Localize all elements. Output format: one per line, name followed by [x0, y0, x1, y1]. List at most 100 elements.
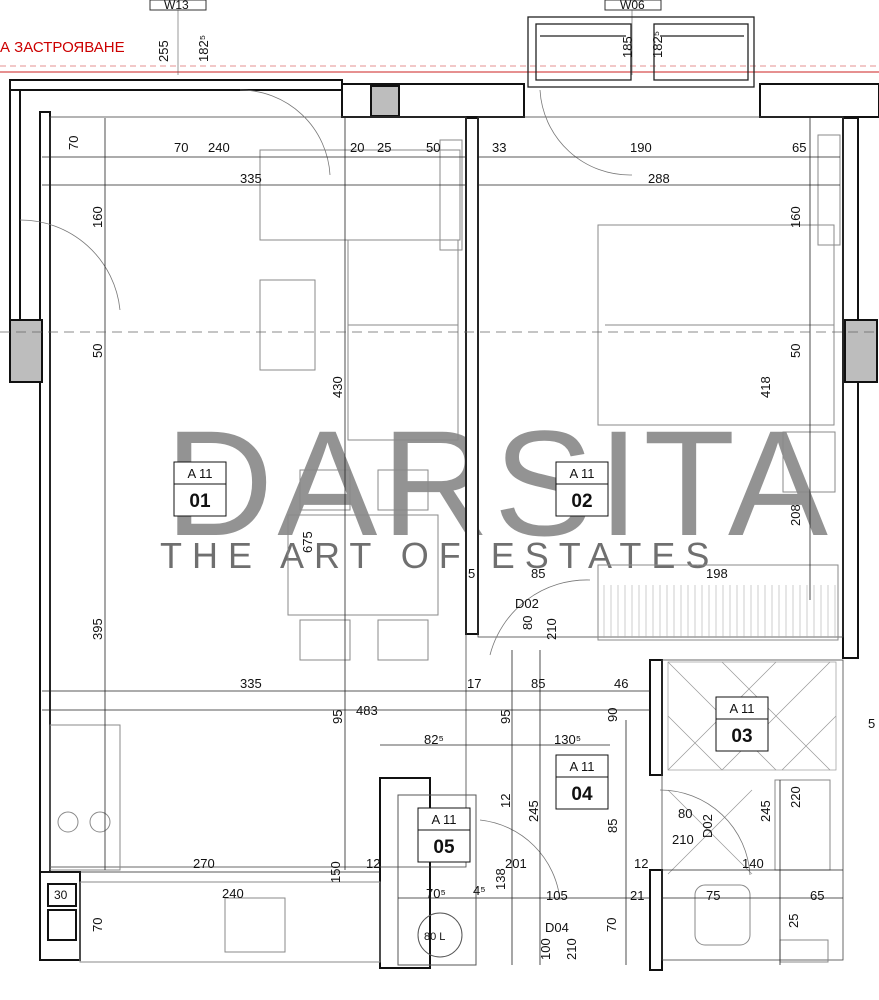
dimension-label: 33 [492, 140, 506, 155]
dimension-label: 46 [614, 676, 628, 691]
dimension-label: 65 [810, 888, 824, 903]
dimension-label: 483 [356, 703, 378, 718]
room-tag-04: A 11 04 [555, 754, 609, 810]
dimension-label: 85 [605, 819, 620, 833]
dimension-label: 182⁵ [196, 35, 211, 62]
dimension-label: 80 [678, 806, 692, 821]
window-w06-label: W06 [620, 0, 645, 12]
room-code-label: A 11 [569, 466, 594, 481]
dimension-label: 220 [788, 786, 803, 808]
dimension-label: 335 [240, 171, 262, 186]
hatch-lines [603, 585, 836, 638]
room-code-label: A 11 [431, 812, 456, 827]
door-tag: D02 [700, 814, 715, 838]
dimension-label: 85 [531, 676, 545, 691]
dimension-label: 82⁵ [424, 732, 444, 747]
dimension-label: 70 [66, 136, 81, 150]
door-tag: D02 [515, 596, 539, 611]
dimension-label: 100 [538, 938, 553, 960]
dimension-label: 5 [868, 716, 875, 731]
watermark-brand: DARSITA [165, 399, 832, 567]
dimension-label: 201 [505, 856, 527, 871]
dimension-label: 50 [788, 344, 803, 358]
dimension-label: 21 [630, 888, 644, 903]
watermark: DARSITA THE ART OF ESTATES [160, 399, 832, 576]
dimension-label: 75 [706, 888, 720, 903]
dimension-label: 70 [174, 140, 188, 155]
watermark-tagline: THE ART OF ESTATES [160, 535, 719, 576]
structural-columns [9, 85, 878, 383]
dimension-label: 140 [742, 856, 764, 871]
room-tag-01: A 11 01 [173, 461, 227, 517]
dimension-label: 198 [706, 566, 728, 581]
dimension-label: 80 [520, 616, 535, 630]
dimension-label: 185 [620, 36, 635, 58]
furniture [49, 134, 841, 963]
dimension-label: 4⁵ [473, 883, 486, 898]
dimension-label: 70 [604, 918, 619, 932]
dimension-label: 12 [366, 856, 380, 871]
dimension-label: 70 [90, 918, 105, 932]
dimension-label: 210 [564, 938, 579, 960]
dimension-label: 210 [672, 832, 694, 847]
room-number-label: 02 [571, 491, 592, 512]
header-zone: А ЗАСТРОЯВАНЕ W13 W06 [0, 0, 879, 75]
room-number-label: 03 [731, 726, 752, 747]
dimension-label: 240 [208, 140, 230, 155]
dimension-label: 50 [426, 140, 440, 155]
dimension-lines [0, 118, 879, 965]
dimension-label: 150 [328, 861, 343, 883]
dimension-label: 418 [758, 376, 773, 398]
dimension-label: 20 [350, 140, 364, 155]
room-number-label: 01 [189, 491, 211, 512]
small-box-label: 30 [54, 888, 68, 902]
room-number-label: 05 [433, 837, 455, 858]
dimension-label: 160 [90, 206, 105, 228]
dimension-label: 288 [648, 171, 670, 186]
dimension-label: 208 [788, 504, 803, 526]
room-number-label: 04 [571, 784, 593, 805]
room-tag-02: A 11 02 [555, 461, 609, 517]
dimension-label: 90 [605, 708, 620, 722]
boiler-label: 80 L [424, 931, 445, 943]
dimension-label: 270 [193, 856, 215, 871]
dimension-label: 50 [90, 344, 105, 358]
dimension-label: 245 [758, 800, 773, 822]
dimension-label: 240 [222, 886, 244, 901]
dimension-label: 25 [786, 914, 801, 928]
dimension-label: 160 [788, 206, 803, 228]
dimension-label: 255 [156, 40, 171, 62]
dimension-label: 85 [531, 566, 545, 581]
zone-label: А ЗАСТРОЯВАНЕ [0, 39, 125, 56]
storage-room: 80 L 30 [47, 794, 477, 966]
dimension-label: 245 [526, 800, 541, 822]
dimension-label: 675 [300, 531, 315, 553]
dimension-label: 430 [330, 376, 345, 398]
dimension-label: 5 [468, 566, 475, 581]
room-tag-05: A 11 05 [417, 807, 471, 863]
dimension-label: 138 [493, 868, 508, 890]
dimension-label: 130⁵ [554, 732, 581, 747]
balcony-window [527, 16, 755, 88]
dimension-label: 182⁵ [650, 31, 665, 58]
dimension-label: 95 [330, 710, 345, 724]
dimension-label: 210 [544, 618, 559, 640]
room-outlines [49, 116, 844, 961]
dimension-label: 70⁵ [426, 886, 446, 901]
window-w13-label: W13 [164, 0, 189, 12]
dimension-label: 105 [546, 888, 568, 903]
dimension-label: 17 [467, 676, 481, 691]
dimension-label: 335 [240, 676, 262, 691]
dimension-label: 65 [792, 140, 806, 155]
dimension-label: 12 [498, 794, 513, 808]
room-code-label: A 11 [569, 759, 594, 774]
dimension-label: 25 [377, 140, 391, 155]
door-swings [19, 89, 751, 901]
dimension-label: 95 [498, 710, 513, 724]
room-code-label: A 11 [187, 466, 212, 481]
